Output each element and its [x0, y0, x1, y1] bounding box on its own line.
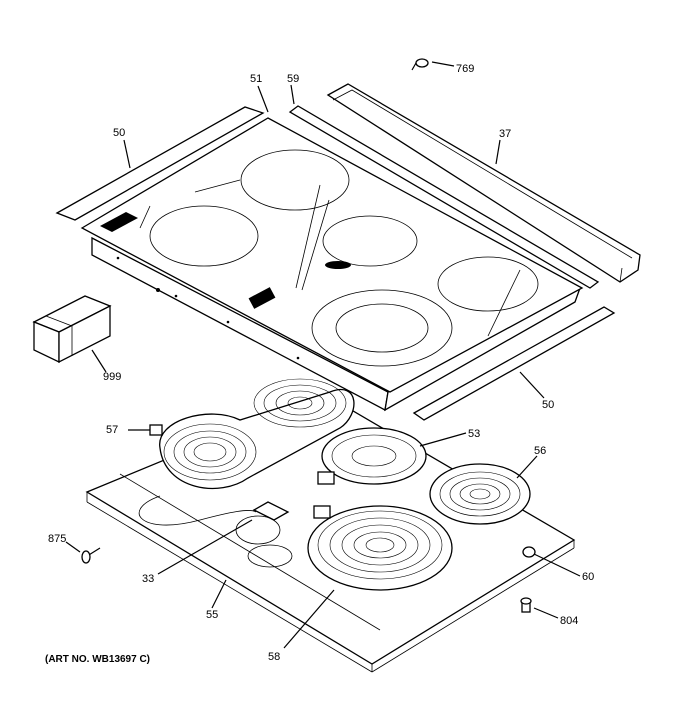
screw-769 — [411, 58, 429, 71]
callout-60: 60 — [582, 571, 594, 583]
callout-57: 57 — [106, 424, 118, 436]
glass-cooktop-51 — [80, 117, 584, 412]
burner-element-56 — [429, 463, 531, 525]
callout-56: 56 — [534, 445, 546, 457]
parts-box-999 — [32, 295, 112, 364]
burner-element-58 — [307, 505, 453, 591]
side-trim-strip-50-left — [55, 106, 265, 221]
callout-53: 53 — [468, 428, 480, 440]
callout-999: 999 — [103, 371, 121, 383]
callout-37: 37 — [499, 128, 511, 140]
side-trim-strip-50-right — [412, 306, 616, 421]
callout-51: 51 — [250, 73, 262, 85]
rear-trim-strip-37 — [326, 83, 641, 283]
gasket-strip-59 — [288, 105, 600, 289]
callout-50-right: 50 — [542, 399, 554, 411]
screw-875 — [81, 547, 101, 564]
callout-58: 58 — [268, 651, 280, 663]
screw-804 — [520, 597, 532, 613]
leader-lines — [65, 61, 581, 649]
callout-55: 55 — [206, 609, 218, 621]
callout-875: 875 — [48, 533, 66, 545]
burner-element-53 — [317, 427, 427, 485]
limit-switch-33 — [138, 495, 293, 568]
dual-burner-element-57 — [149, 378, 355, 490]
callout-33: 33 — [142, 573, 154, 585]
callout-59: 59 — [287, 73, 299, 85]
clip-60 — [522, 546, 536, 558]
callout-50-left: 50 — [113, 127, 125, 139]
callout-769: 769 — [456, 63, 474, 75]
art-number-caption: (ART NO. WB13697 C) — [45, 654, 150, 665]
callout-804: 804 — [560, 615, 578, 627]
